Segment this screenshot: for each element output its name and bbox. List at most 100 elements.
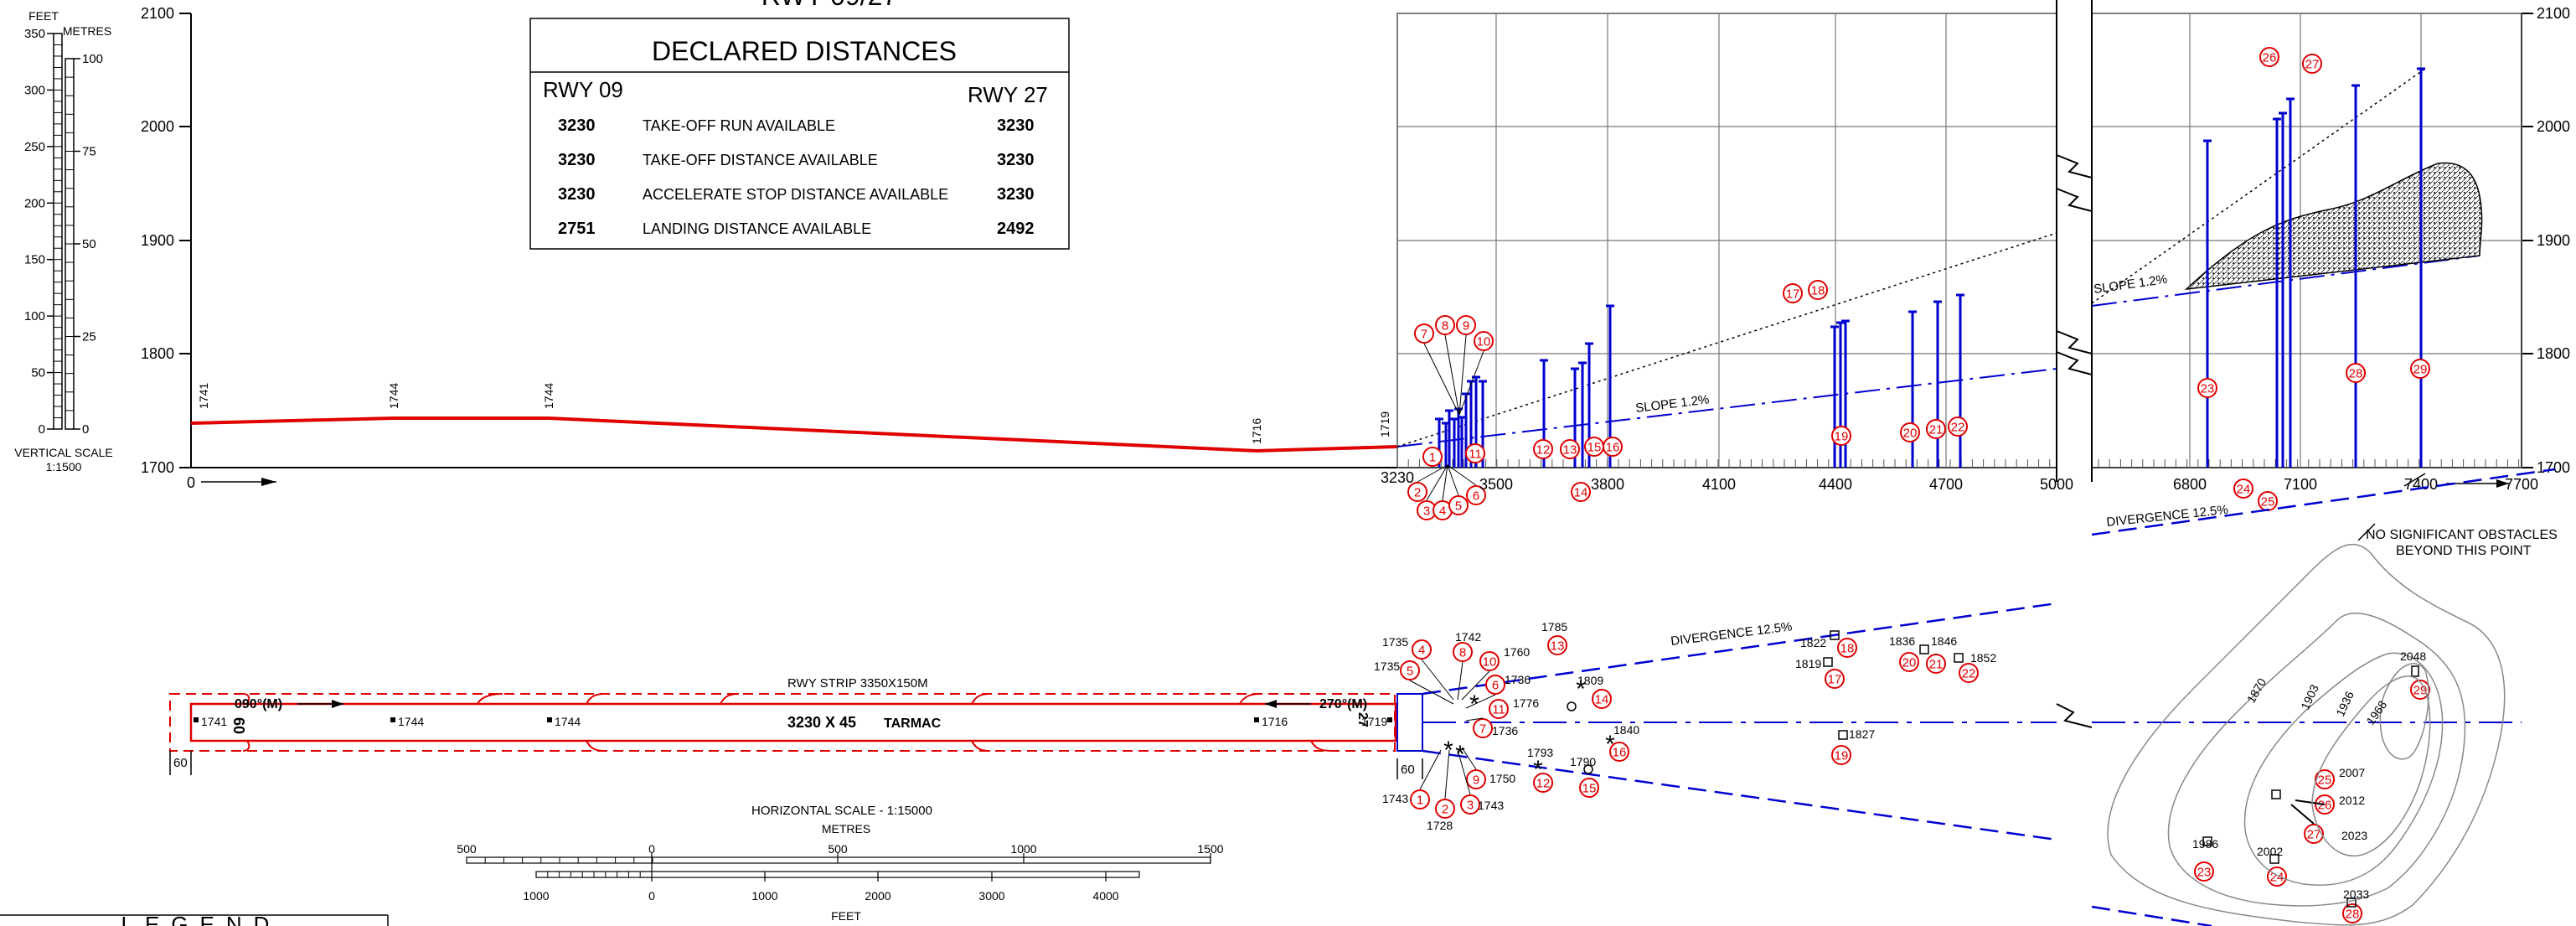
obstacle-marker-number: 1 [1417,794,1423,808]
obstacle-marker [2410,359,2430,379]
y-tick-label: 2000 [141,118,174,135]
x-tick: 7100 [2284,476,2317,493]
obstacle-marker [1837,638,1857,658]
obstacle-marker [2302,54,2322,74]
obstacle-marker [2197,378,2217,398]
legend-title: LEGEND [121,912,281,926]
chart-title: RWY 09/27 [761,0,897,11]
obstacle-marker [1473,718,1493,738]
obstacle-marker-number: 22 [1962,667,1976,681]
obstacle-marker-number: 24 [2237,483,2251,497]
declared-label: ACCELERATE STOP DISTANCE AVAILABLE [643,186,948,203]
obstacle-elevation: 1760 [1504,645,1530,659]
obstacle-point [1838,730,1848,740]
declared-distances-heading: DECLARED DISTANCES [652,36,957,66]
obstacle-point [2269,854,2279,864]
profile-x-ticks-mid: 3230 3500 3800 4100 4400 4700 5000 [1381,469,2073,493]
y-tick-label: 1900 [2537,232,2570,249]
obstacle-elevation: 1736 [1492,724,1518,737]
x-tick: 4700 [1929,476,1963,493]
plan-heading-27: 270°(M) [1319,697,1367,711]
x-tick: 3500 [1479,476,1513,493]
plan-elev-1716: 1716 [1262,715,1288,728]
vscale-feet-label: 250 [24,140,45,154]
y-tick-label: 2100 [2537,5,2570,22]
plan-strip-label: RWY STRIP 3350X150M [787,676,928,691]
obstacle-elevation: 1819 [1795,657,1821,670]
declared-value-left: 3230 [558,185,596,204]
obstacle-elevation: 1822 [1800,636,1826,649]
obstacle-marker-number: 20 [1902,656,1917,670]
obstacle-elevation: 1809 [1577,674,1603,687]
divergence-label-profile: DIVERGENCE 12.5% [2106,503,2229,530]
obstacle-elevation: 1776 [1513,696,1539,710]
runway-elev-1719: 1719 [1378,411,1391,437]
obstacle-elevation: 2012 [2339,794,2365,807]
leader-line [1457,661,1464,701]
vscale-feet-label: 100 [24,309,45,323]
obstacle-marker [1489,699,1509,719]
leader-line [1409,680,1454,705]
leader-line [1457,749,1471,795]
obstacle-marker-number: 15 [1587,441,1602,455]
hscale-feet-tick: 1000 [523,889,549,903]
hscale-feet-tick: 0 [648,889,655,903]
y-tick-label: 2000 [2537,118,2570,135]
obstacle-marker [2346,363,2366,383]
terrain-hatched-area [2184,162,2483,291]
leader-line [1421,659,1454,701]
declared-value-right: 3230 [997,151,1035,169]
profile-x-ticks-right: 6800 7100 7400 7700 [2173,473,2538,493]
plan-surface-label: TARMAC [884,716,942,731]
obstacle-point [1567,701,1577,711]
obstacle-marker-number: 9 [1473,773,1479,788]
obstacle-marker-number: 10 [1483,655,1497,670]
obstacle-marker [1410,789,1430,810]
no-obstacles-note-2: BEYOND THIS POINT [2396,544,2532,558]
runway-elev-1744b: 1744 [542,383,555,409]
declared-label: TAKE-OFF DISTANCE AVAILABLE [643,152,878,168]
obstacle-marker-number: 1 [1429,451,1436,465]
obstacle-marker-number: 20 [1903,427,1918,441]
obstacle-marker [2410,680,2430,700]
obstacle-marker-number: 7 [1479,722,1486,737]
obstacle-elevation: 1785 [1541,620,1567,634]
legend-box: LEGEND [0,912,389,926]
obstacle-marker [1603,437,1623,457]
y-tick-label: 1800 [141,345,174,362]
obstacle-elevation: 2023 [2341,829,2367,842]
profile-grid-middle [1396,13,2057,468]
plan-rwy27-number: 27 [1355,712,1370,727]
x-tick: 7700 [2505,476,2538,493]
obstacle-elevation: 1728 [1427,819,1453,832]
obstacle-point [2271,789,2281,799]
obstacle-point [1954,653,1964,663]
obstacle-elevation: 1735 [1374,660,1400,673]
obstacle-marker [1560,439,1580,459]
obstacle-marker-number: 17 [1828,673,1842,687]
obstacle-marker-number: 26 [2318,799,2332,813]
obstacle-marker-number: 21 [1929,423,1944,437]
declared-label: LANDING DISTANCE AVAILABLE [643,220,871,237]
hscale-metres-tick: 1000 [1010,842,1036,856]
declared-value-left: 3230 [558,151,596,169]
vscale-feet-label: 0 [39,422,45,437]
obstacle-marker-number: 7 [1421,328,1427,342]
leader-line [1461,670,1490,701]
obstacle-marker [1579,778,1599,798]
vscale-feet-label: 350 [24,27,45,41]
obstacle-marker-number: 16 [1606,441,1620,455]
contour-1903: 1903 [2298,682,2321,711]
obstacle-point [2202,836,2212,846]
x-tick: 5000 [2040,476,2073,493]
obstacle-marker [1435,315,1455,335]
obstacle-elevation: 1793 [1527,746,1553,759]
profile-x-origin: 0 [187,474,195,491]
declared-rwy-left: RWY 09 [543,77,623,102]
obstacle-marker-number: 8 [1442,319,1448,334]
vscale-metres-label: 50 [82,237,96,251]
declared-row: 3230 TAKE-OFF DISTANCE AVAILABLE 3230 [558,151,1035,169]
plan-elev-1744a: 1744 [398,715,424,728]
